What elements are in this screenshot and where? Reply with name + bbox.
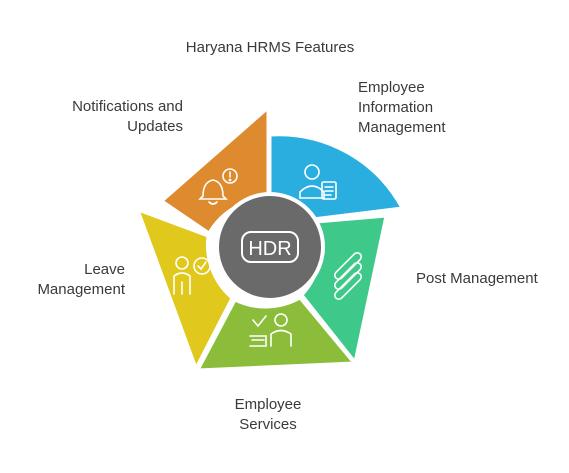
- label-employee-information-management: Employee Information Management: [358, 78, 446, 138]
- diagram-title: Haryana HRMS Features: [185, 39, 355, 56]
- stack-icon: [334, 252, 362, 300]
- alert-bell-icon: [198, 168, 238, 205]
- service-people-icon: [249, 313, 292, 347]
- label-line: Updates: [127, 118, 183, 135]
- center-label: HDR: [248, 238, 291, 260]
- leave-person-icon: [173, 256, 211, 295]
- label-line: Employee: [358, 79, 425, 96]
- center-hub: [215, 192, 325, 302]
- label-leave-management: Leave Management: [10, 260, 125, 300]
- label-notifications-and-updates: Notifications and Updates: [10, 97, 183, 137]
- label-line: Management: [37, 281, 125, 298]
- label-line: Notifications and: [72, 98, 183, 115]
- label-line: Information: [358, 99, 434, 116]
- label-line: Services: [239, 416, 297, 433]
- employee-document-icon: [299, 164, 337, 200]
- label-employee-services: Employee Services: [208, 395, 328, 435]
- label-line: Management: [358, 119, 446, 136]
- label-line: Post Management: [416, 270, 538, 287]
- label-line: Leave: [84, 261, 125, 278]
- label-line: Employee: [234, 396, 302, 413]
- segment-employee-services: [195, 296, 358, 372]
- center-badge-frame: [241, 231, 299, 263]
- segment-leave-management: [135, 207, 234, 372]
- label-post-management: Post Management: [416, 269, 538, 289]
